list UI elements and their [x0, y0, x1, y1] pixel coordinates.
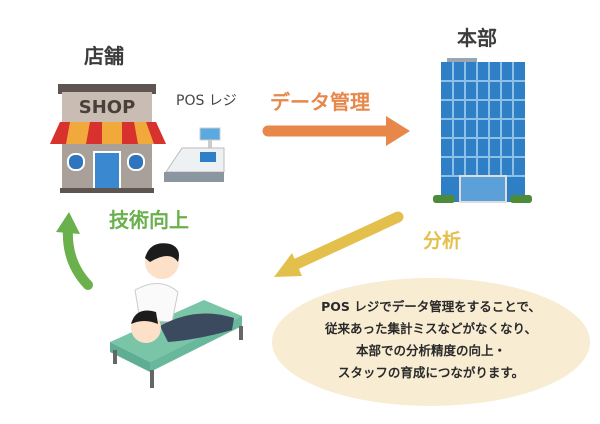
- speech-bubble: [272, 278, 590, 406]
- skill-improvement-arrow-icon: [56, 212, 93, 290]
- analysis-arrow-icon: [274, 211, 404, 277]
- bubble-text: POS レジでデータ管理をすることで、 従来あった集計ミスなどがなくなり、 本部…: [272, 296, 590, 384]
- massage-therapist-icon: [110, 243, 243, 388]
- analysis-label: 分析: [423, 230, 462, 252]
- data-management-label: データ管理: [270, 90, 370, 114]
- bubble-line: POS レジでデータ管理をすることで、: [321, 299, 541, 314]
- skill-improvement-label: 技術向上: [109, 208, 189, 232]
- bubble-line: 本部での分析精度の向上・: [355, 343, 506, 358]
- bubble-line: 従来あった集計ミスなどがなくなり、: [324, 321, 537, 336]
- shop-label: 店舗: [84, 44, 124, 68]
- bubble-line: スタッフの育成につながります。: [337, 365, 525, 380]
- headquarters-label: 本部: [457, 26, 497, 50]
- pos-register-icon: [164, 127, 225, 182]
- pos-register-label: POS レジ: [176, 93, 237, 109]
- headquarters-building-icon: [433, 58, 532, 203]
- data-management-arrow-icon: [262, 116, 410, 146]
- shop-sign: SHOP: [79, 97, 136, 118]
- shop-icon: SHOP: [50, 84, 166, 193]
